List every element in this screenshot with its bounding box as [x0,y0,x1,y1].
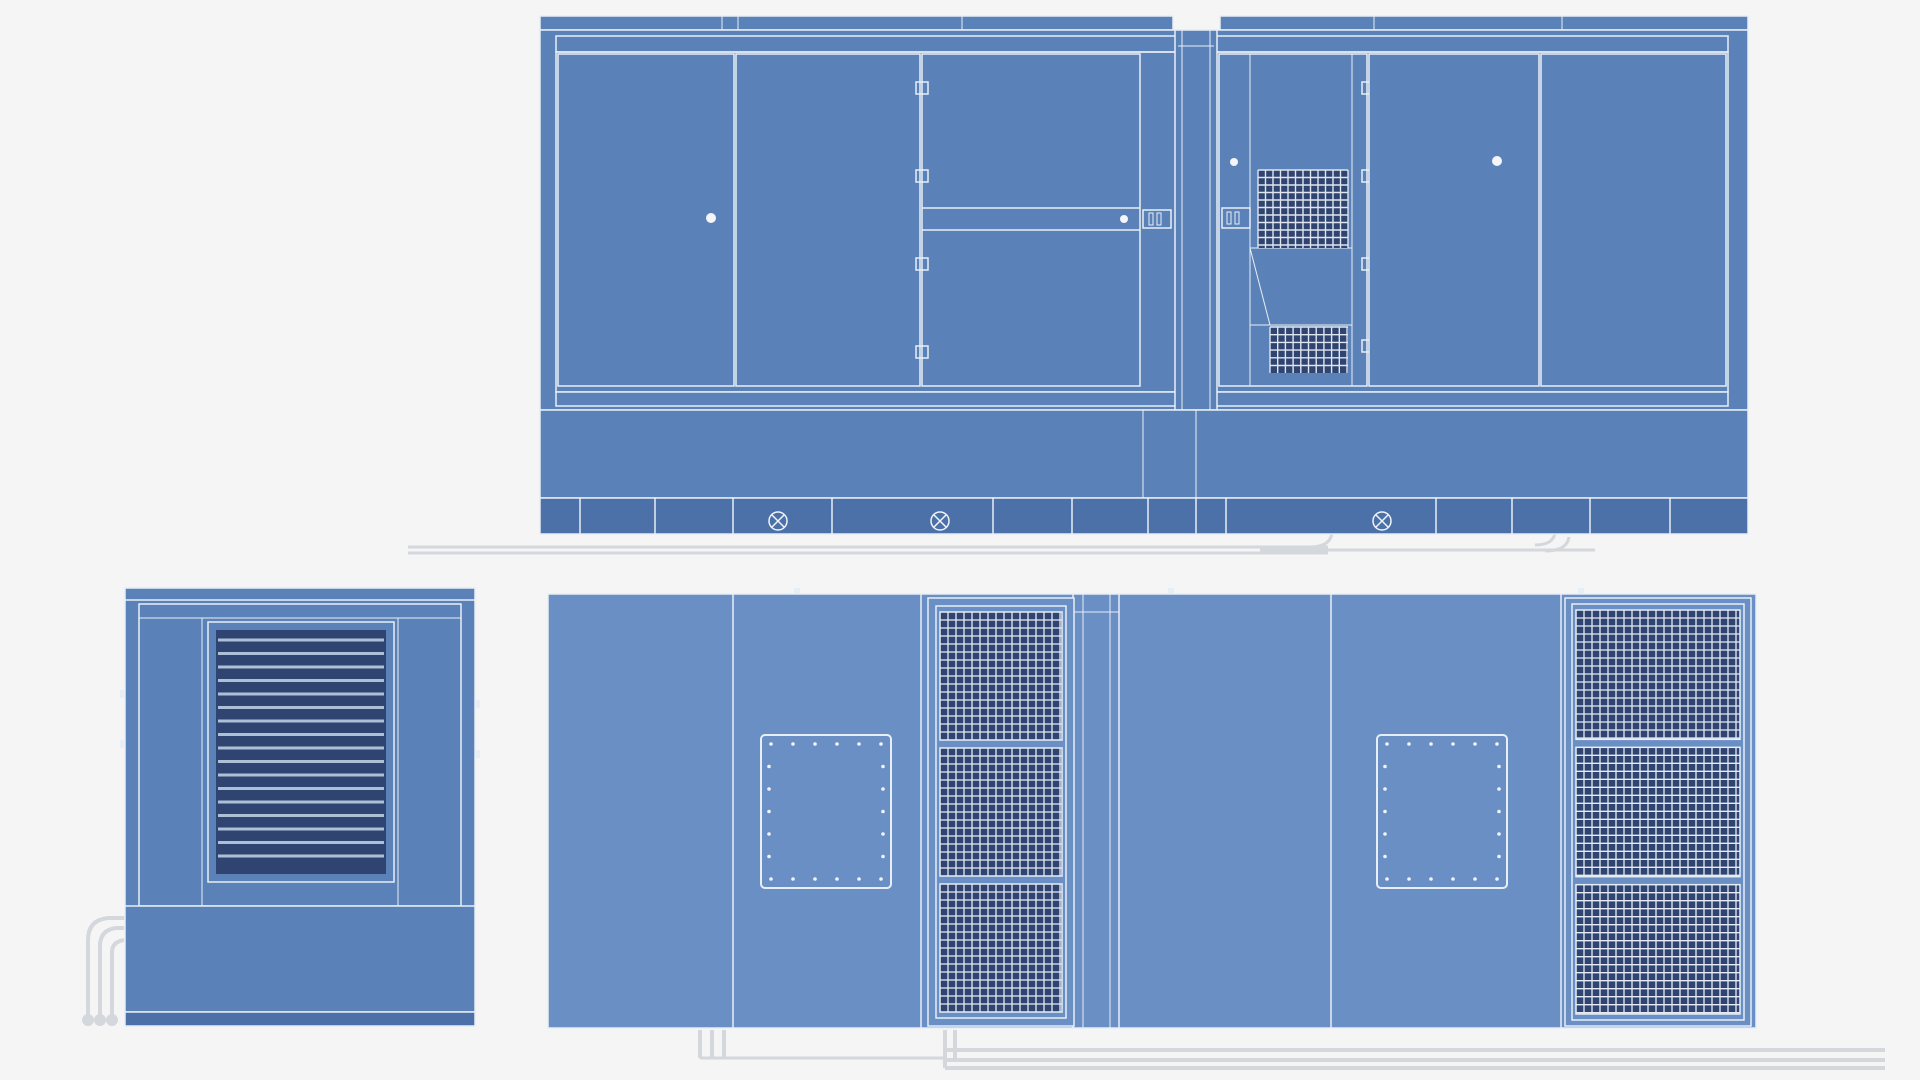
fan-icon [1372,511,1392,531]
base-skid [539,409,1749,535]
exhaust-pipes [82,916,126,1026]
top-plan-view [530,585,1890,1080]
door-panel-left-2 [735,53,921,387]
top-plan-drawing [547,588,1885,1070]
ground-pipes [698,1030,1885,1070]
roof-mesh-grille-left [927,597,1075,1027]
roof-mesh-grille-right [1564,597,1752,1027]
door-handle-icon [706,213,716,223]
end-elevation-view [70,580,490,1030]
door-handle-icon [1230,158,1238,166]
door-panel-right-2 [1540,53,1727,387]
door-handle-icon [1120,215,1128,223]
roof-access-hatch-left [760,734,892,889]
fan-icon [930,511,950,531]
vent-grille-upper [1257,169,1349,248]
side-bolts [120,690,480,758]
vent-grille-lower [1269,326,1348,373]
fan-icon [768,511,788,531]
front-elevation-drawing [408,15,1749,555]
lifting-eyes [794,588,1584,594]
end-elevation-drawing [82,587,480,1027]
louver-vent [207,621,395,883]
control-panel-door [1218,53,1368,387]
ground-pipes [408,532,1595,555]
door-panel-left-1 [557,53,735,387]
roof-access-hatch-right [1376,734,1508,889]
door-panel-left-3 [921,53,1172,387]
front-elevation-view [400,10,1760,570]
top-enclosure-body [547,593,1757,1029]
door-panel-right-1 [1368,53,1540,387]
latch-icon [1221,207,1251,229]
door-handle-icon [1492,156,1502,166]
center-divider [1174,29,1218,411]
roof-strip [539,15,1749,31]
hinge-icons [915,81,929,359]
roof-center-divider [1072,593,1120,1029]
